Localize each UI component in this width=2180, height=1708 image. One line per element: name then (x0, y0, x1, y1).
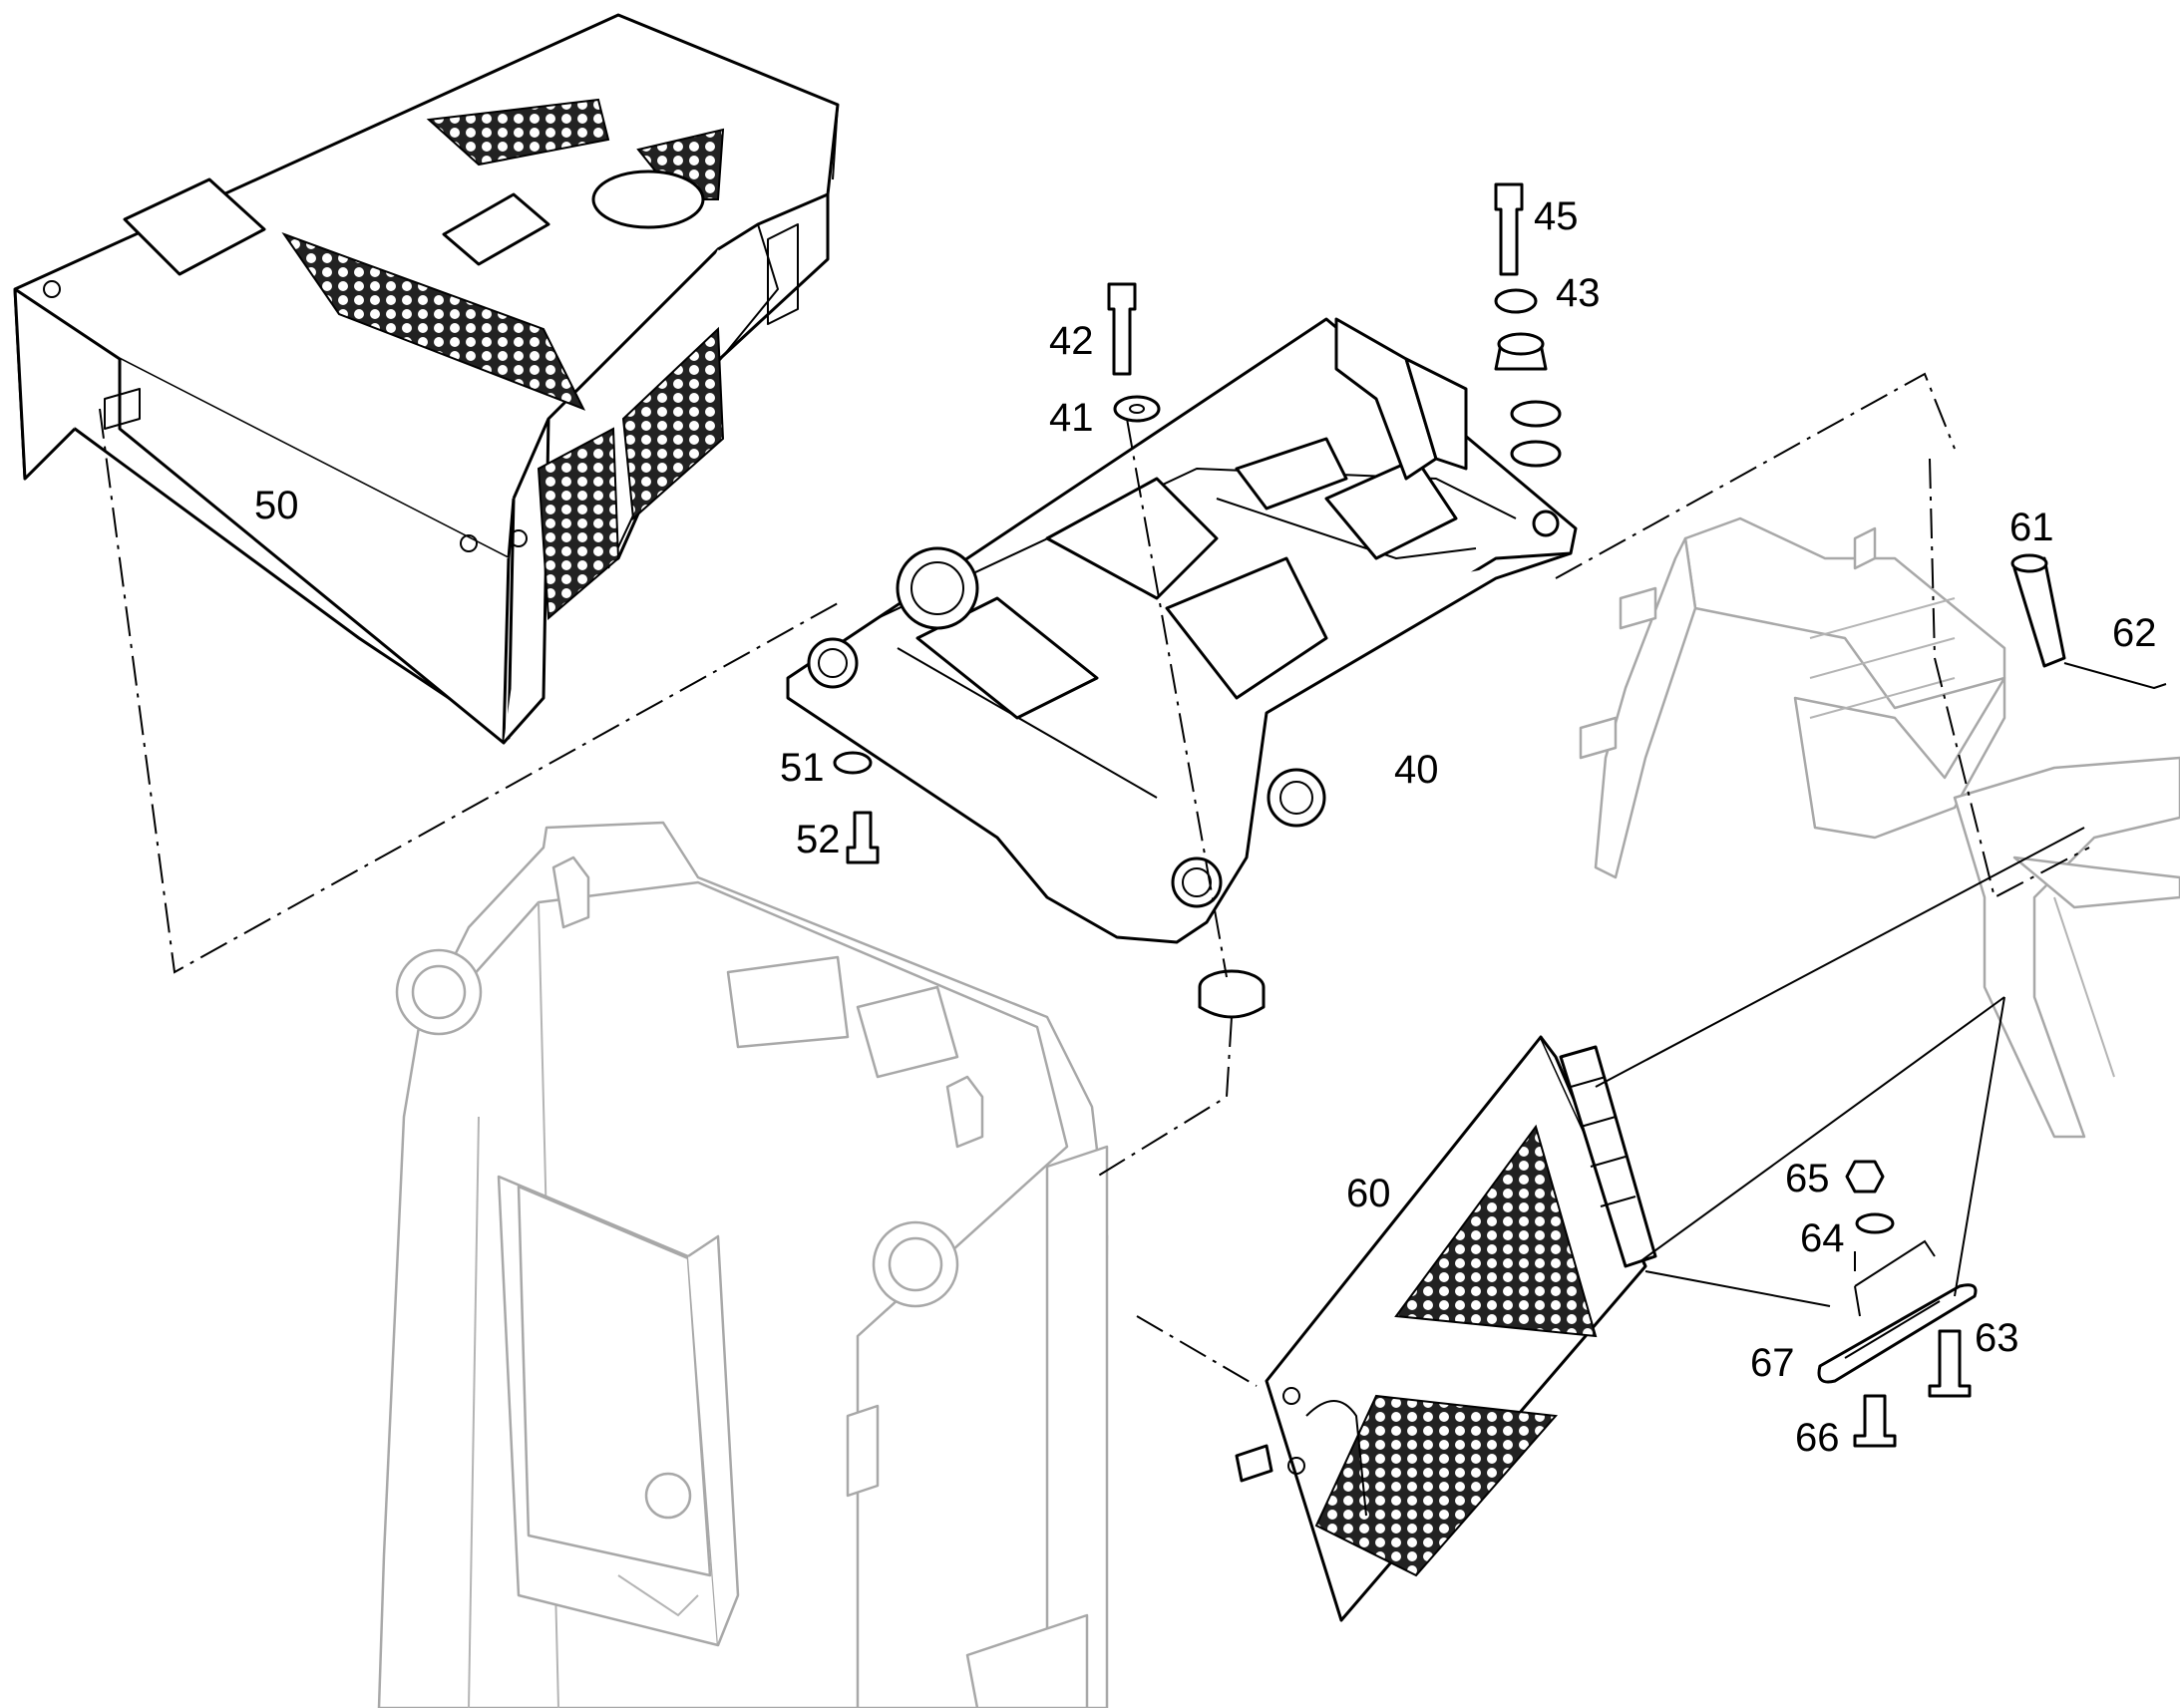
hardware (833, 182, 2167, 1448)
callout-50: 50 (254, 484, 299, 527)
hood-part-50 (13, 13, 840, 745)
callout-62: 62 (2112, 611, 2157, 655)
callout-51: 51 (780, 746, 825, 790)
callout-42: 42 (1049, 319, 1094, 363)
callout-40: 40 (1394, 748, 1439, 792)
washer-51 (833, 751, 873, 775)
callout-63: 63 (1975, 1316, 2019, 1360)
plate-part-40 (786, 317, 1578, 944)
strap-67 (1817, 1283, 1978, 1384)
pin-61 (2012, 556, 2066, 668)
callout-66: 66 (1795, 1416, 1840, 1460)
rops-frame-ghost (1579, 516, 2180, 1139)
callout-45: 45 (1534, 194, 1579, 238)
washer-64 (1855, 1212, 1895, 1234)
nut-65 (1845, 1160, 1885, 1194)
callout-52: 52 (796, 818, 841, 861)
bolt-63 (1928, 1329, 1972, 1398)
callout-41: 41 (1049, 396, 1094, 440)
machine-frame-ghost (377, 821, 1109, 1708)
callout-60: 60 (1346, 1172, 1391, 1215)
callouts: 50 42 41 45 43 40 51 52 61 62 60 65 64 6… (254, 194, 2157, 1460)
callout-64: 64 (1800, 1216, 1845, 1260)
callout-65: 65 (1785, 1157, 1830, 1200)
clip-62 (2063, 662, 2167, 689)
bolt-45 (1494, 182, 1524, 276)
callout-43: 43 (1556, 271, 1601, 315)
side-panel-part-60 (1235, 1035, 1657, 1622)
assembly-lines (99, 372, 2090, 1387)
callout-61: 61 (2009, 506, 2054, 549)
callout-67: 67 (1750, 1341, 1795, 1385)
washer-43 (1494, 288, 1538, 314)
bolt-66 (1853, 1394, 1897, 1448)
bolt-52 (846, 811, 880, 864)
bolt-42 (1107, 282, 1137, 376)
washer-41 (1113, 395, 1161, 423)
